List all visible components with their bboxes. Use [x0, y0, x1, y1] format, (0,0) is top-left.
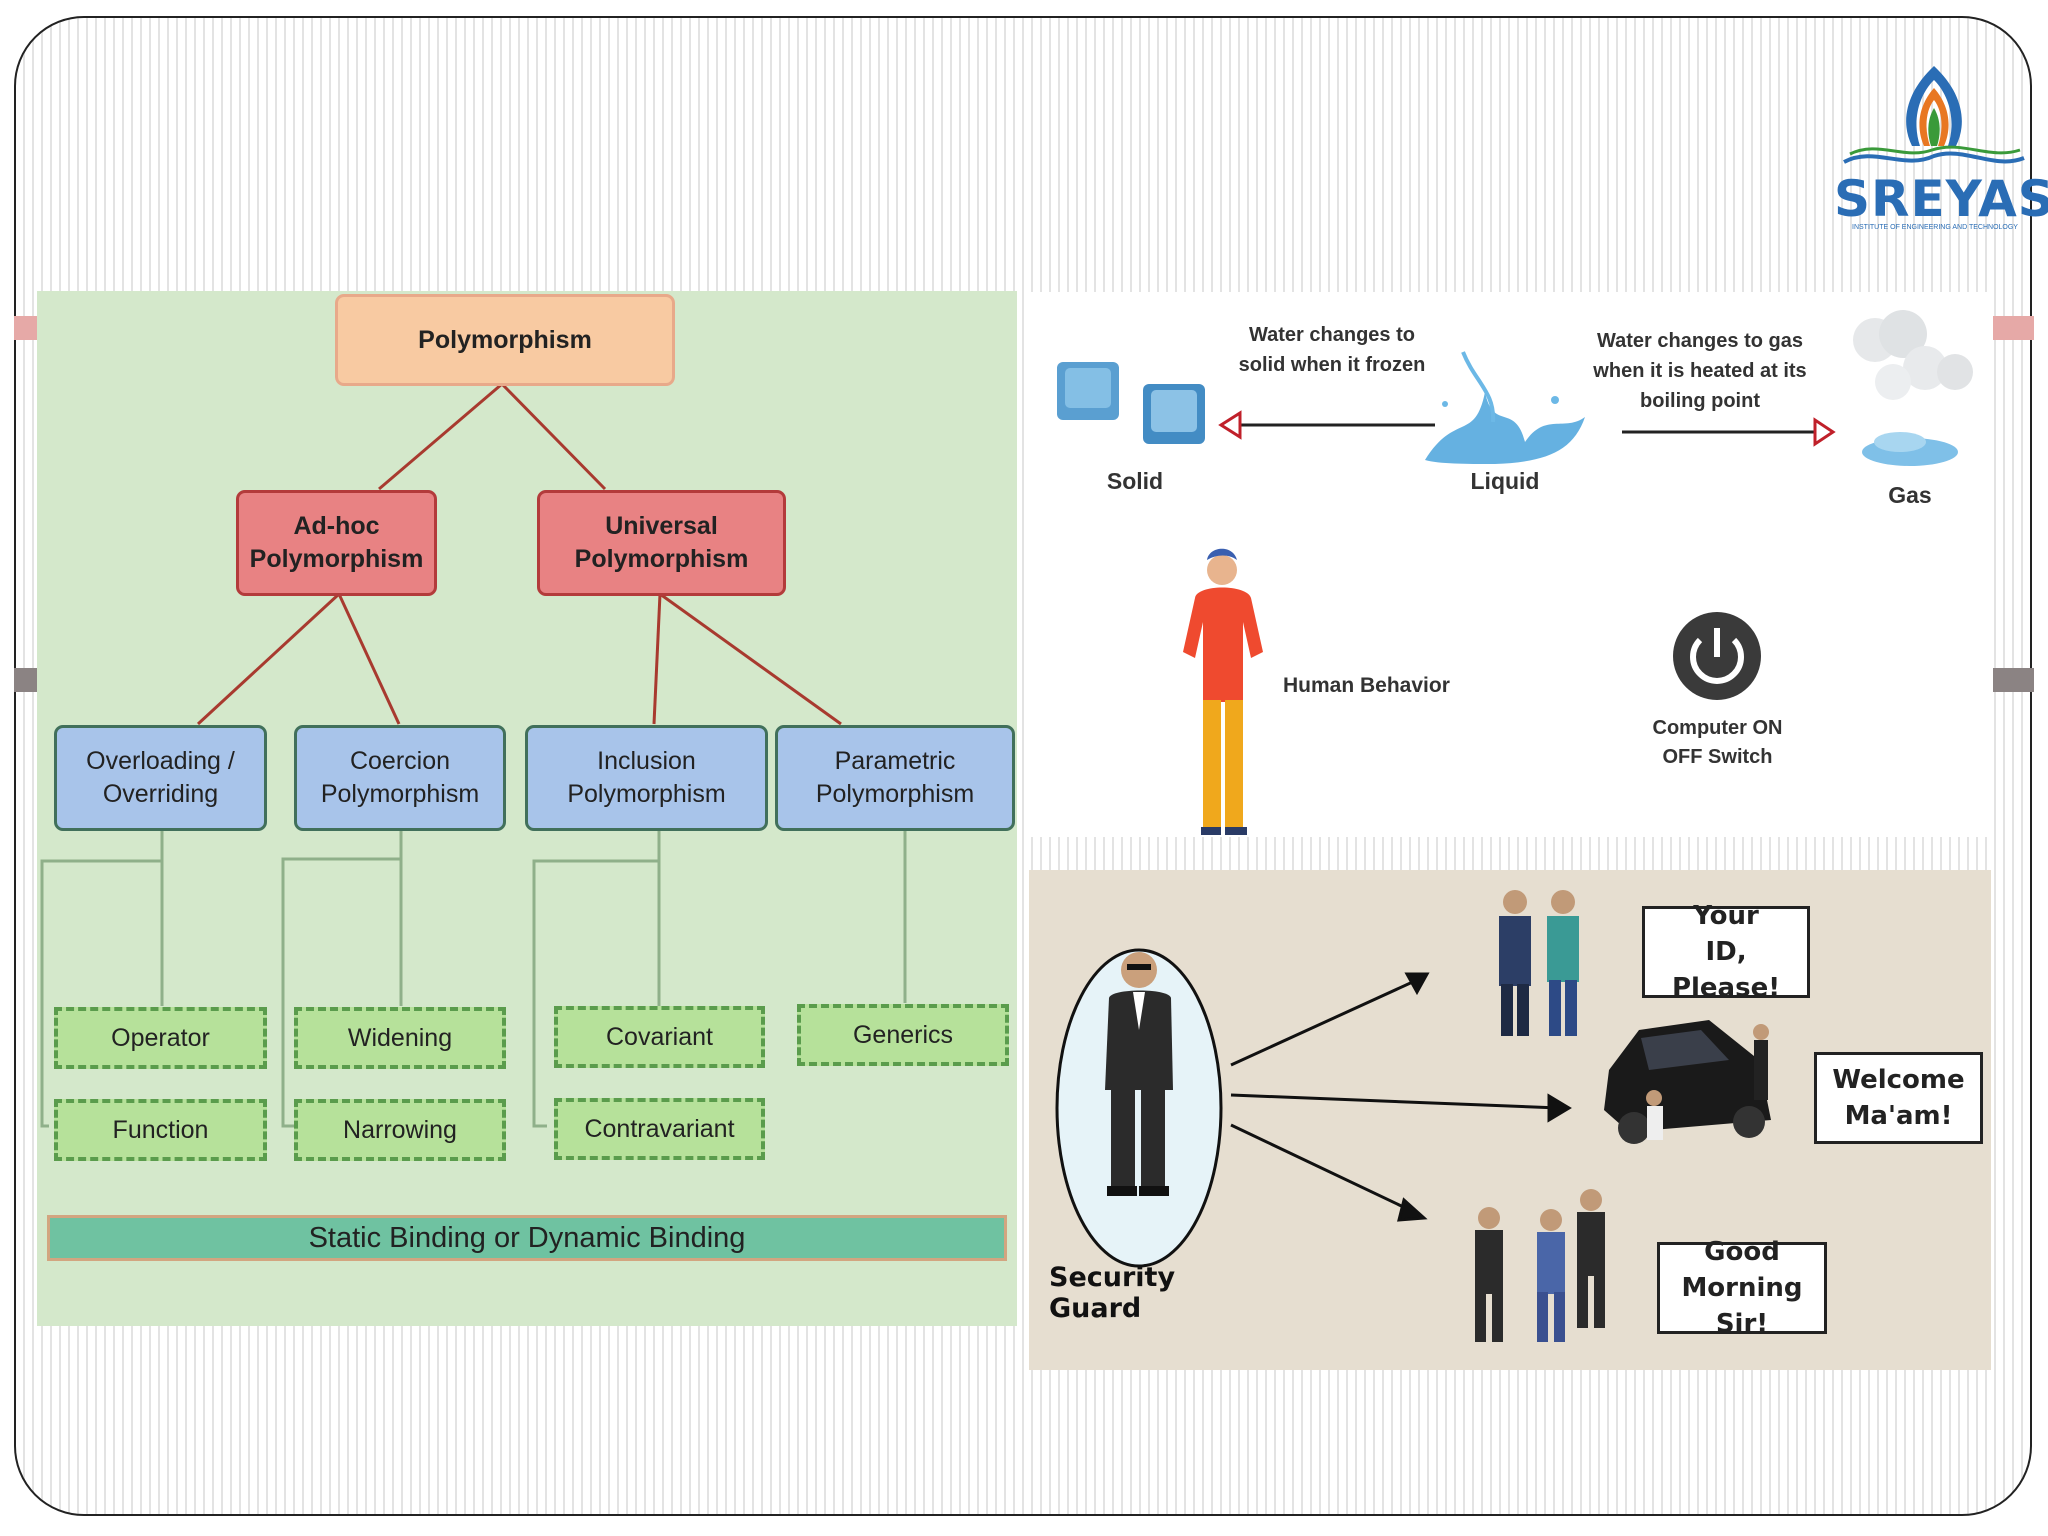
speech-bubble-id: Your ID, Please!: [1642, 901, 1810, 1003]
freeze-caption: Water changes to solid when it frozen: [1238, 324, 1426, 376]
overloading-overriding-node: Overloading / Overriding: [54, 725, 267, 831]
function-leaf: Function: [54, 1099, 267, 1161]
inclusion-polymorphism-node: Inclusion Polymorphism: [525, 725, 768, 831]
liquid-label: Liquid: [1470, 468, 1540, 494]
hierarchy-connectors: [40, 382, 907, 1128]
operator-leaf: Operator: [54, 1007, 267, 1069]
parametric-polymorphism-node: Parametric Polymorphism: [775, 725, 1015, 831]
polymorphism-hierarchy: Polymorphism Ad-hoc Polymorphism Univers…: [37, 291, 1017, 1326]
universal-polymorphism-node: Universal Polymorphism: [537, 490, 786, 596]
water-states-panel: Water changes to solid when it frozen Wa…: [1025, 292, 1993, 837]
sreyas-logo: SREYAS INSTITUTE OF ENGINEERING AND TECH…: [1834, 62, 2048, 234]
coercion-polymorphism-node: Coercion Polymorphism: [294, 725, 506, 831]
response-arrows: [1230, 972, 1572, 1222]
covariant-leaf: Covariant: [554, 1006, 765, 1068]
adhoc-polymorphism-node: Ad-hoc Polymorphism: [236, 490, 437, 596]
guard-oval: [1055, 948, 1223, 1268]
security-guard-label: Security Guard: [1049, 1262, 1176, 1324]
right-tab-gray: [1990, 668, 2034, 692]
gas-label: Gas: [1888, 482, 1932, 508]
walking-group-icon: [1475, 1189, 1605, 1342]
widening-leaf: Widening: [294, 1007, 506, 1069]
id-check-people-icon: [1499, 890, 1579, 1036]
boil-caption: Water changes to gas when it is heated a…: [1593, 330, 1807, 412]
human-figure-icon: [1183, 548, 1263, 835]
solid-label: Solid: [1106, 468, 1164, 494]
polymorphism-root: Polymorphism: [335, 294, 675, 386]
speech-bubble-good-morning: Good Morning Sir!: [1657, 1237, 1827, 1339]
generics-leaf: Generics: [797, 1004, 1009, 1066]
logo-text: SREYAS: [1834, 170, 2048, 228]
water-splash-icon: [1425, 351, 1585, 464]
boil-arrow-icon: [1622, 417, 1836, 447]
steam-cloud-icon: [1853, 310, 1973, 466]
binding-footer: Static Binding or Dynamic Binding: [47, 1215, 1007, 1261]
human-behavior-label: Human Behavior: [1283, 674, 1450, 697]
power-switch-label: Computer ON OFF Switch: [1652, 717, 1783, 768]
security-guard-icon: [1105, 952, 1173, 1196]
narrowing-leaf: Narrowing: [294, 1099, 506, 1161]
freeze-arrow-icon: [1218, 410, 1435, 440]
power-button-icon: [1673, 612, 1761, 700]
ice-cubes-icon: [1057, 362, 1205, 444]
contravariant-leaf: Contravariant: [554, 1098, 765, 1160]
car-icon: [1604, 1020, 1771, 1144]
speech-bubble-welcome: Welcome Ma'am!: [1814, 1052, 1983, 1144]
security-guard-panel: Security Guard Your ID, Please! Welcome …: [1029, 870, 1991, 1370]
right-tab-pink: [1990, 316, 2034, 340]
logo-tagline: INSTITUTE OF ENGINEERING AND TECHNOLOGY: [1852, 224, 2018, 231]
